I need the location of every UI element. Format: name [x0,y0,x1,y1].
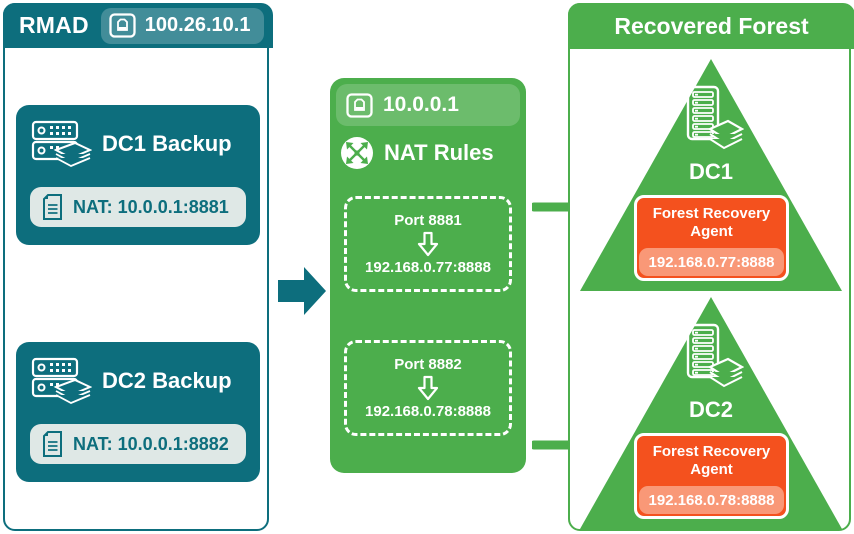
server-backup-icon [30,119,93,169]
down-arrow-icon [416,231,440,257]
right-block-arrow-icon [276,262,328,320]
nat-rule-1: Port 8881 192.168.0.77:8888 [344,196,512,292]
recovered-forest-title: Recovered Forest [614,12,809,39]
server-backup-icon [682,321,745,393]
dc1-agent-ip: 192.168.0.77:8888 [648,253,775,271]
ethernet-rj45-icon [346,92,373,118]
dc1-node[interactable]: DC1 Forest Recovery Agent 192.168.0.77:8… [576,55,846,295]
dc2-nat-pill: NAT: 10.0.0.1:8882 [30,424,246,464]
rmad-title: RMAD [19,12,89,38]
dc2-agent-title: Forest Recovery Agent [652,443,771,478]
router-icon [340,136,374,170]
document-icon [42,194,64,220]
dc2-forest-recovery-agent[interactable]: Forest Recovery Agent 192.168.0.78:8888 [634,433,789,519]
dc1-backup-card[interactable]: DC1 Backup NAT: 10.0.0.1:8881 [16,105,260,245]
ethernet-rj45-icon [109,13,136,38]
down-arrow-icon [416,375,440,401]
recovered-forest-header: Recovered Forest [568,3,854,49]
dc2-backup-name: DC2 Backup [102,368,232,393]
dc1-agent-title: Forest Recovery Agent [652,205,771,240]
rmad-header: RMAD 100.26.10.1 [3,3,273,48]
dc1-backup-header: DC1 Backup [16,105,260,169]
dc2-node[interactable]: DC2 Forest Recovery Agent 192.168.0.78:8… [576,293,846,533]
rmad-ip-value: 100.26.10.1 [144,14,251,36]
nat-ip-value: 10.0.0.1 [383,93,459,116]
nat-rule-2-target: 192.168.0.78:8888 [365,403,491,420]
nat-rule-2-port: Port 8882 [394,356,462,373]
rmad-ip-pill: 100.26.10.1 [100,7,265,44]
dc2-backup-card[interactable]: DC2 Backup NAT: 10.0.0.1:8882 [16,342,260,482]
dc1-nat-pill: NAT: 10.0.0.1:8881 [30,187,246,227]
nat-rules-header: NAT Rules [340,136,494,170]
rmad-panel: RMAD 100.26.10.1 [3,3,273,531]
dc1-nat-value: NAT: 10.0.0.1:8881 [73,196,229,217]
dc2-nat-value: NAT: 10.0.0.1:8882 [73,433,229,454]
nat-ip-pill: 10.0.0.1 [336,84,520,126]
server-backup-icon [682,83,745,155]
nat-rule-2: Port 8882 192.168.0.78:8888 [344,340,512,436]
nat-rule-1-target: 192.168.0.77:8888 [365,259,491,276]
dc2-agent-ip: 192.168.0.78:8888 [648,491,775,509]
dc2-backup-header: DC2 Backup [16,342,260,406]
nat-rules-label: NAT Rules [384,140,494,165]
dc2-agent-ip-strip: 192.168.0.78:8888 [639,486,784,514]
nat-rule-1-port: Port 8881 [394,212,462,229]
server-backup-icon [30,356,93,406]
dc2-label: DC2 [688,397,733,422]
dc1-agent-ip-strip: 192.168.0.77:8888 [639,248,784,276]
document-icon [42,431,64,457]
dc1-forest-recovery-agent[interactable]: Forest Recovery Agent 192.168.0.77:8888 [634,195,789,281]
dc1-backup-name: DC1 Backup [102,131,232,156]
dc1-label: DC1 [688,159,733,184]
nat-rules-box: 10.0.0.1 [330,78,526,473]
